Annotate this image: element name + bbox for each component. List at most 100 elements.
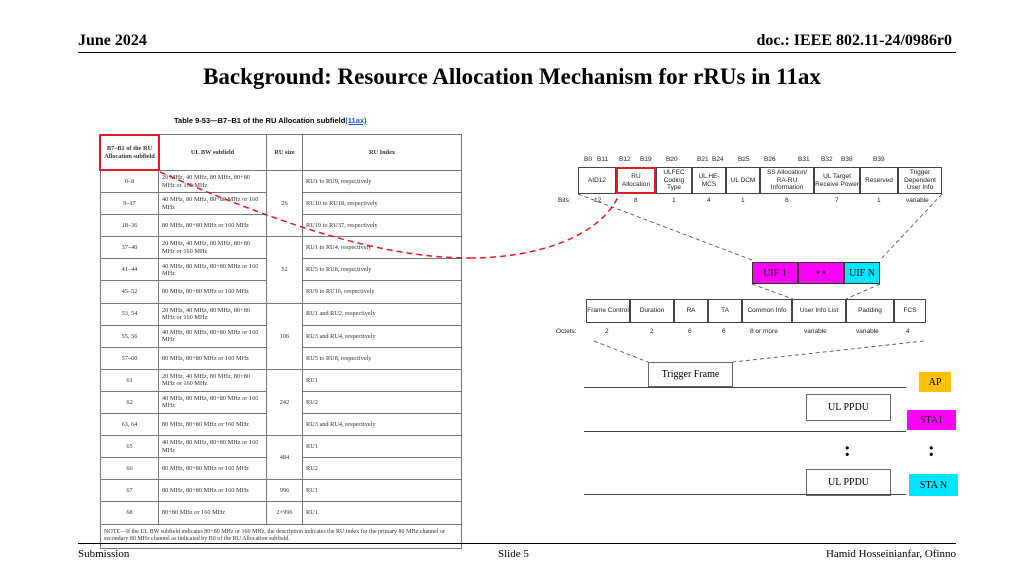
bits-value: 1 — [672, 197, 676, 204]
bit-position: B24 — [712, 156, 724, 163]
sta1-label: STA1 — [907, 410, 956, 430]
bit-position: B38 — [841, 156, 853, 163]
bit-position: B12 — [619, 156, 631, 163]
red-dash-connector-lower — [469, 196, 619, 259]
bit-position: B32 — [821, 156, 833, 163]
table-caption-ref[interactable]: (11ax) — [345, 116, 367, 125]
uif-dash-left — [751, 283, 794, 300]
trigger-field-duration: Duration — [630, 299, 674, 323]
octets-label: Octets: — [556, 328, 577, 335]
user-info-field-ss-allocation: SS Allocation/ RA-RU Information — [760, 167, 814, 194]
user-info-field-ul-dcm: UL DCM — [726, 167, 760, 194]
ru-allocation-highlight — [99, 134, 160, 171]
bit-position: B20 — [666, 156, 678, 163]
sta-n-timeline — [584, 494, 906, 495]
user-info-field-reserved: Reserved — [860, 167, 898, 194]
table-note-row: NOTE—If the UL BW subfield indicates 80+… — [100, 523, 462, 549]
bits-value: variable — [906, 197, 929, 204]
trigger-field-ta: TA — [708, 299, 742, 323]
bit-position: B21 — [697, 156, 709, 163]
bits-value: 1 — [741, 197, 745, 204]
bits-value: 1 — [877, 197, 881, 204]
user-info-field-trigger-dependent: Trigger Dependent User Info — [898, 167, 942, 194]
sta-n-label: STA N — [909, 474, 958, 496]
bits-value: 8 — [634, 197, 638, 204]
ellipsis-ppdu: : — [844, 439, 851, 461]
trigger-field-padding: Padding — [846, 299, 894, 323]
bit-position: B19 — [640, 156, 652, 163]
bits-value: 7 — [835, 197, 839, 204]
sta1-timeline — [584, 431, 906, 432]
footer-slide-number: Slide 5 — [498, 548, 529, 560]
uif-first-box: UIF 1 — [752, 262, 798, 284]
octets-value: 2 — [605, 328, 609, 335]
uif-last-box: UIF N — [844, 262, 880, 284]
footer-divider — [78, 543, 956, 544]
user-info-field-aid12: AID12 — [578, 167, 616, 194]
octets-value: variable — [856, 328, 879, 335]
ul-ppdu-box-n: UL PPDU — [806, 469, 891, 496]
bits-value: 12 — [594, 197, 602, 204]
user-info-dash-right — [879, 193, 943, 261]
footer-submission: Submission — [78, 548, 130, 560]
octets-value: 2 — [650, 328, 654, 335]
uif-dash-right — [845, 283, 881, 300]
user-info-field-ul-he-mcs: UL HE-MCS — [692, 167, 726, 194]
table-cell: RU1 — [302, 501, 462, 525]
octets-value: 6 — [722, 328, 726, 335]
bits-label: Bits: — [558, 197, 571, 204]
header-doc-id: doc.: IEEE 802.11-24/0986r0 — [756, 32, 952, 49]
table-cell-ru-size: 26 — [266, 169, 303, 238]
bit-position: B26 — [764, 156, 776, 163]
trigger-field-user-info-list: User Info List — [792, 299, 846, 323]
table-header-row: B7–B1 of the RU Allocation subfield UL B… — [100, 134, 462, 171]
slide-title: Background: Resource Allocation Mechanis… — [203, 64, 821, 89]
user-info-field-ru-allocation: RU Allocation — [616, 167, 656, 194]
table-cell-ru-size: 52 — [266, 236, 303, 304]
table-note: NOTE—If the UL BW subfield indicates 80+… — [100, 523, 462, 549]
octets-value: 8 or more — [750, 328, 778, 335]
header-date: June 2024 — [78, 32, 147, 49]
bit-position: B0 — [584, 156, 592, 163]
table-cell-ru-size: 242 — [266, 368, 303, 437]
red-dash-connector-upper — [159, 171, 471, 259]
table-caption-text: Table 9-53—B7–B1 of the RU Allocation su… — [174, 116, 346, 125]
trigger-field-common-info: Common Info — [742, 299, 792, 323]
bits-value: 4 — [707, 197, 711, 204]
bit-position: B25 — [738, 156, 750, 163]
ap-timeline — [584, 387, 906, 388]
table-header: B7–B1 of the RU Allocation subfield — [100, 134, 159, 171]
ap-label: AP — [919, 372, 951, 392]
bit-position: B11 — [597, 156, 609, 163]
ul-ppdu-box-1: UL PPDU — [806, 394, 891, 421]
octets-value: 4 — [906, 328, 910, 335]
table-header: RU Index — [302, 134, 462, 171]
trigger-field-frame-control: Frame Control — [586, 299, 630, 323]
trigger-frame-box: Trigger Frame — [648, 362, 733, 387]
ru-allocation-table: B7–B1 of the RU Allocation subfield UL B… — [100, 134, 462, 549]
trigger-dash-right — [732, 340, 925, 363]
header-divider — [78, 52, 956, 53]
user-info-field-ulfec-coding-type: ULFEC Coding Type — [656, 167, 692, 194]
bit-position: B39 — [873, 156, 885, 163]
trigger-field-fcs: FCS — [894, 299, 926, 323]
table-caption: Table 9-53—B7–B1 of the RU Allocation su… — [174, 116, 367, 125]
footer-author: Hamid Hosseinianfar, Ofinno — [825, 548, 956, 560]
uif-dots-box: • • — [798, 262, 844, 284]
ellipsis-sta: : — [928, 439, 935, 461]
trigger-dash-left — [593, 340, 649, 363]
user-info-field-ul-target-receive-power: UL Target Receive Power — [814, 167, 860, 194]
bits-value: 6 — [785, 197, 789, 204]
